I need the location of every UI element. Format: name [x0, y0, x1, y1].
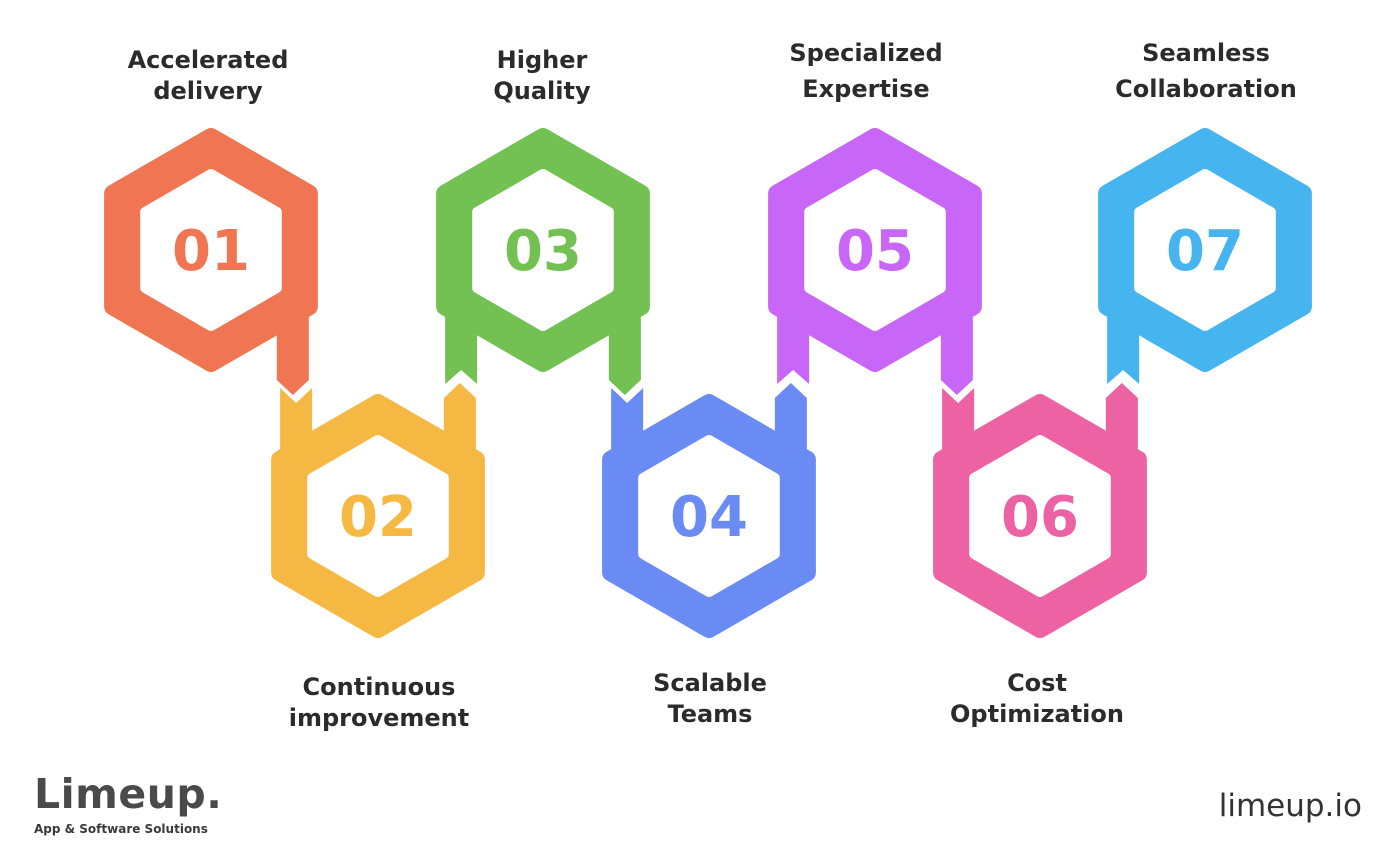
- step-number: 03: [504, 219, 582, 284]
- step-number: 04: [670, 485, 748, 550]
- step-hexagon: 02: [271, 394, 485, 638]
- step-hexagon: 04: [602, 394, 816, 638]
- step-hexagon: 06: [933, 394, 1147, 638]
- hexagon-inner: [1134, 169, 1276, 331]
- step-label: Scalable Teams: [653, 669, 767, 728]
- step-hexagon: 03: [436, 128, 650, 372]
- step-number: 02: [339, 485, 417, 550]
- hexagon-inner: [638, 435, 780, 597]
- hexagon-inner: [140, 169, 282, 331]
- brand-logo: Limeup. App & Software Solutions: [34, 772, 222, 836]
- step-label: Specialized Expertise: [789, 39, 943, 103]
- site-url: limeup.io: [1218, 788, 1362, 824]
- step-label: Cost Optimization: [950, 669, 1124, 728]
- step-label: Higher Quality: [493, 46, 591, 105]
- step-hexagon: 01: [104, 128, 318, 372]
- step-number: 07: [1166, 219, 1244, 284]
- hexagon-inner: [804, 169, 946, 331]
- step-number: 01: [172, 219, 250, 284]
- hexagon-inner: [472, 169, 614, 331]
- step-label: Accelerated delivery: [127, 46, 289, 105]
- step-hexagon: 07: [1098, 128, 1312, 372]
- step-label: Seamless Collaboration: [1115, 39, 1297, 103]
- brand-tagline: App & Software Solutions: [34, 822, 208, 836]
- hexagon-inner: [307, 435, 449, 597]
- brand-name: Limeup.: [34, 770, 223, 818]
- step-number: 06: [1001, 485, 1079, 550]
- step-hexagon: 05: [768, 128, 982, 372]
- hexagon-inner: [969, 435, 1111, 597]
- step-number: 05: [836, 219, 914, 284]
- step-label: Continuous improvement: [288, 673, 470, 732]
